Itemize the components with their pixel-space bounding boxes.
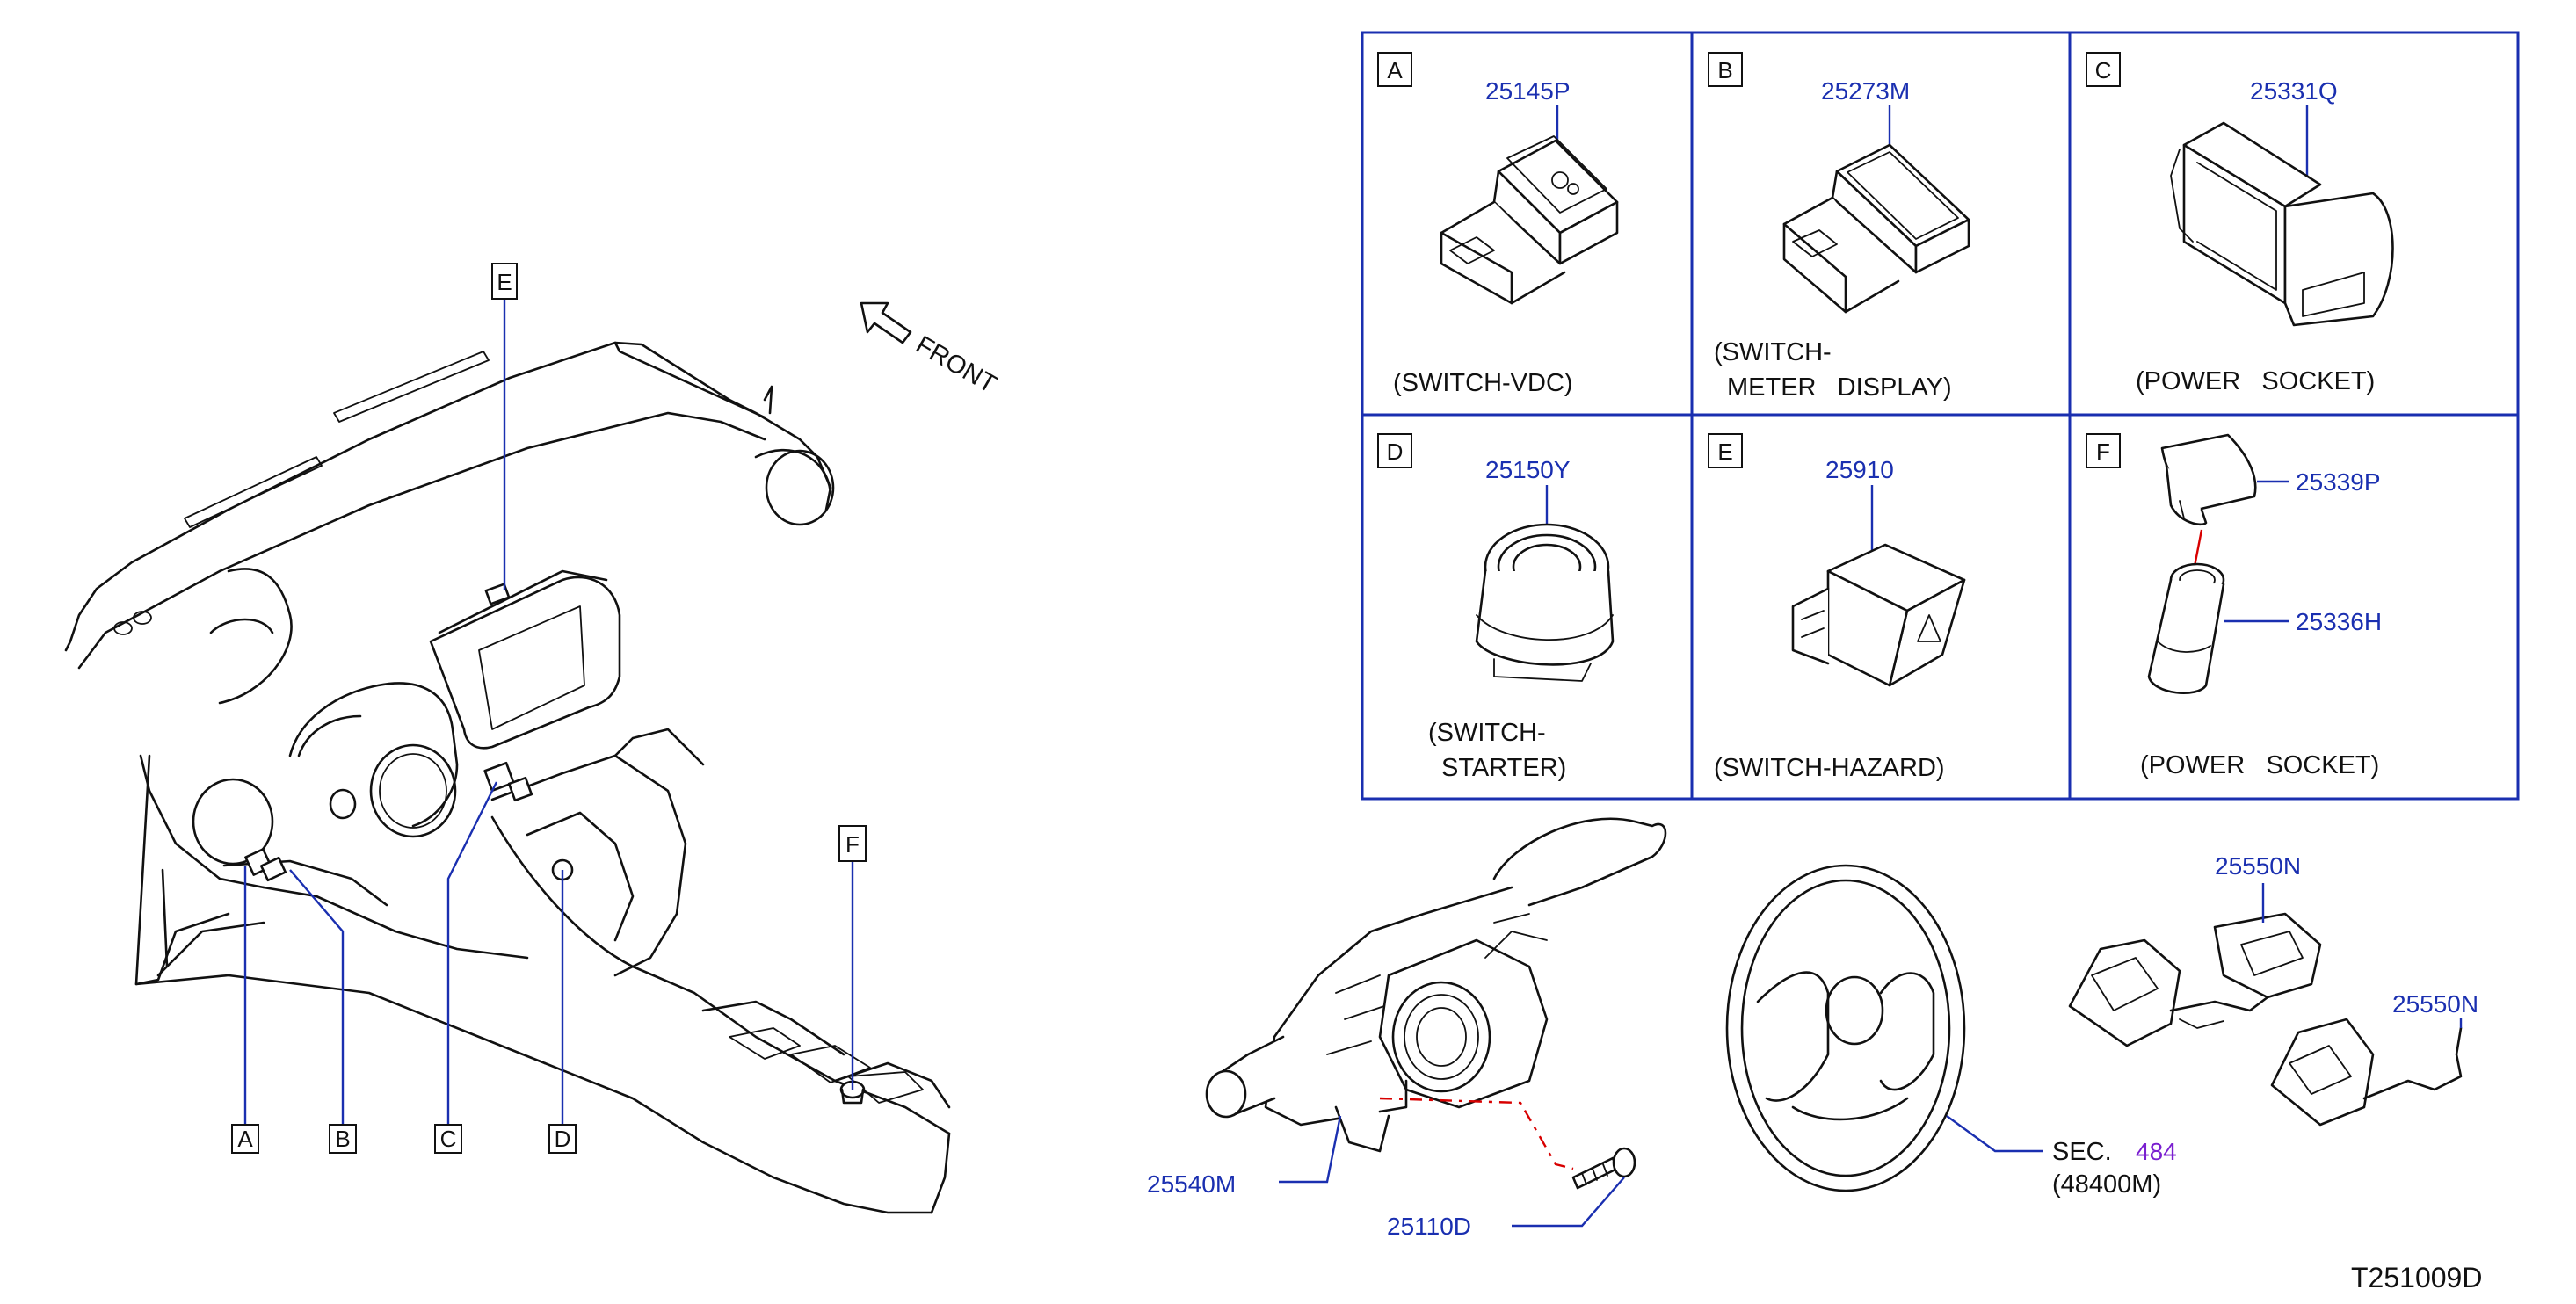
part-number-25336h: 25336H [2296, 608, 2382, 635]
caption-switch-hazard: (SWITCH-HAZARD) [1714, 754, 1945, 782]
svg-text:D: D [555, 1126, 571, 1152]
svg-text:C: C [440, 1126, 457, 1152]
steering-switch-left-drawing [2068, 912, 2322, 1047]
starter-switch-icon [1475, 523, 1615, 682]
caption-switch-starter-2: STARTER) [1441, 754, 1566, 782]
panel-b: B 25273M (SWITCH- METER DISPLAY) [1708, 52, 1970, 402]
caption-switch-meter-display-1: (SWITCH- [1714, 338, 1832, 366]
socket-body-icon [2147, 562, 2225, 695]
power-socket-c-icon [2170, 121, 2394, 327]
part-number-25150y: 25150Y [1485, 456, 1571, 483]
callout-box-c: C [434, 1124, 462, 1154]
caption-power-socket-f: (POWER SOCKET) [2140, 751, 2379, 779]
section-ref-sub: (48400M) [2052, 1170, 2161, 1199]
front-direction-arrow: FRONT [860, 301, 1002, 399]
svg-text:B: B [335, 1126, 350, 1152]
steering-wheel-drawing [1725, 864, 1966, 1192]
leader-25110d [1512, 1177, 1625, 1228]
combination-switch-drawing [1205, 817, 1667, 1153]
section-ref-label: SEC. [2052, 1138, 2112, 1166]
hazard-switch-icon [1791, 543, 1966, 687]
part-number-25339p: 25339P [2296, 468, 2381, 496]
callout-leaders [243, 299, 854, 1125]
caption-switch-starter-1: (SWITCH- [1428, 719, 1546, 747]
part-number-25331q: 25331Q [2250, 77, 2338, 105]
part-number-25145p: 25145P [1485, 77, 1571, 105]
parts-grid [1361, 31, 2520, 801]
screw-drawing [1571, 1147, 1636, 1190]
svg-text:A: A [1387, 57, 1403, 83]
callout-box-d: D [548, 1124, 577, 1154]
svg-text:C: C [2095, 57, 2112, 83]
leader-25540m [1279, 1115, 1342, 1184]
caption-switch-meter-display-2: METER DISPLAY) [1727, 373, 1952, 402]
switch-e-on-dash [484, 583, 511, 605]
part-number-25550n-left: 25550N [2215, 852, 2301, 880]
svg-text:A: A [237, 1126, 253, 1152]
steering-switch-right-drawing [2270, 1018, 2463, 1127]
switch-cluster-ab [244, 848, 287, 882]
svg-text:E: E [1717, 438, 1732, 465]
callout-box-a: A [231, 1124, 259, 1154]
switch-cluster-c [483, 761, 533, 802]
part-number-25550n-right: 25550N [2392, 990, 2478, 1018]
panel-f: F 25339P 25336H (POWER SOCKET) [2086, 433, 2382, 779]
callout-box-b: B [329, 1124, 357, 1154]
panel-e: E 25910 (SWITCH-HAZARD) [1708, 433, 1966, 782]
svg-text:B: B [1717, 57, 1732, 83]
part-number-25273m: 25273M [1821, 77, 1910, 105]
front-label: FRONT [911, 330, 1002, 399]
caption-switch-vdc: (SWITCH-VDC) [1393, 369, 1573, 397]
svg-text:F: F [845, 831, 860, 858]
svg-text:E: E [497, 269, 512, 295]
instrument-panel-drawing [64, 341, 951, 1214]
leader-sec-484 [1946, 1115, 2043, 1153]
svg-text:F: F [2096, 438, 2110, 465]
section-ref-number[interactable]: 484 [2136, 1138, 2177, 1165]
diagram-id: T251009D [2351, 1262, 2482, 1293]
part-number-25110d: 25110D [1387, 1213, 1471, 1240]
socket-cap-icon [2160, 433, 2257, 526]
svg-text:D: D [1387, 438, 1404, 465]
part-number-25540m: 25540M [1147, 1170, 1236, 1198]
callout-box-e: E [491, 263, 518, 300]
callout-box-f: F [838, 825, 867, 862]
caption-power-socket-c: (POWER SOCKET) [2136, 367, 2375, 395]
panel-d: D 25150Y (SWITCH- STARTER) [1377, 433, 1615, 782]
panel-c: C 25331Q (POWER SOCKET) [2086, 52, 2394, 395]
part-number-25910: 25910 [1825, 456, 1894, 483]
screw-chain-line [1379, 1097, 1574, 1170]
vdc-switch-icon [1440, 135, 1619, 305]
panel-a: A 25145P (SWITCH-VDC) [1377, 52, 1619, 397]
meter-display-switch-icon [1782, 143, 1970, 314]
